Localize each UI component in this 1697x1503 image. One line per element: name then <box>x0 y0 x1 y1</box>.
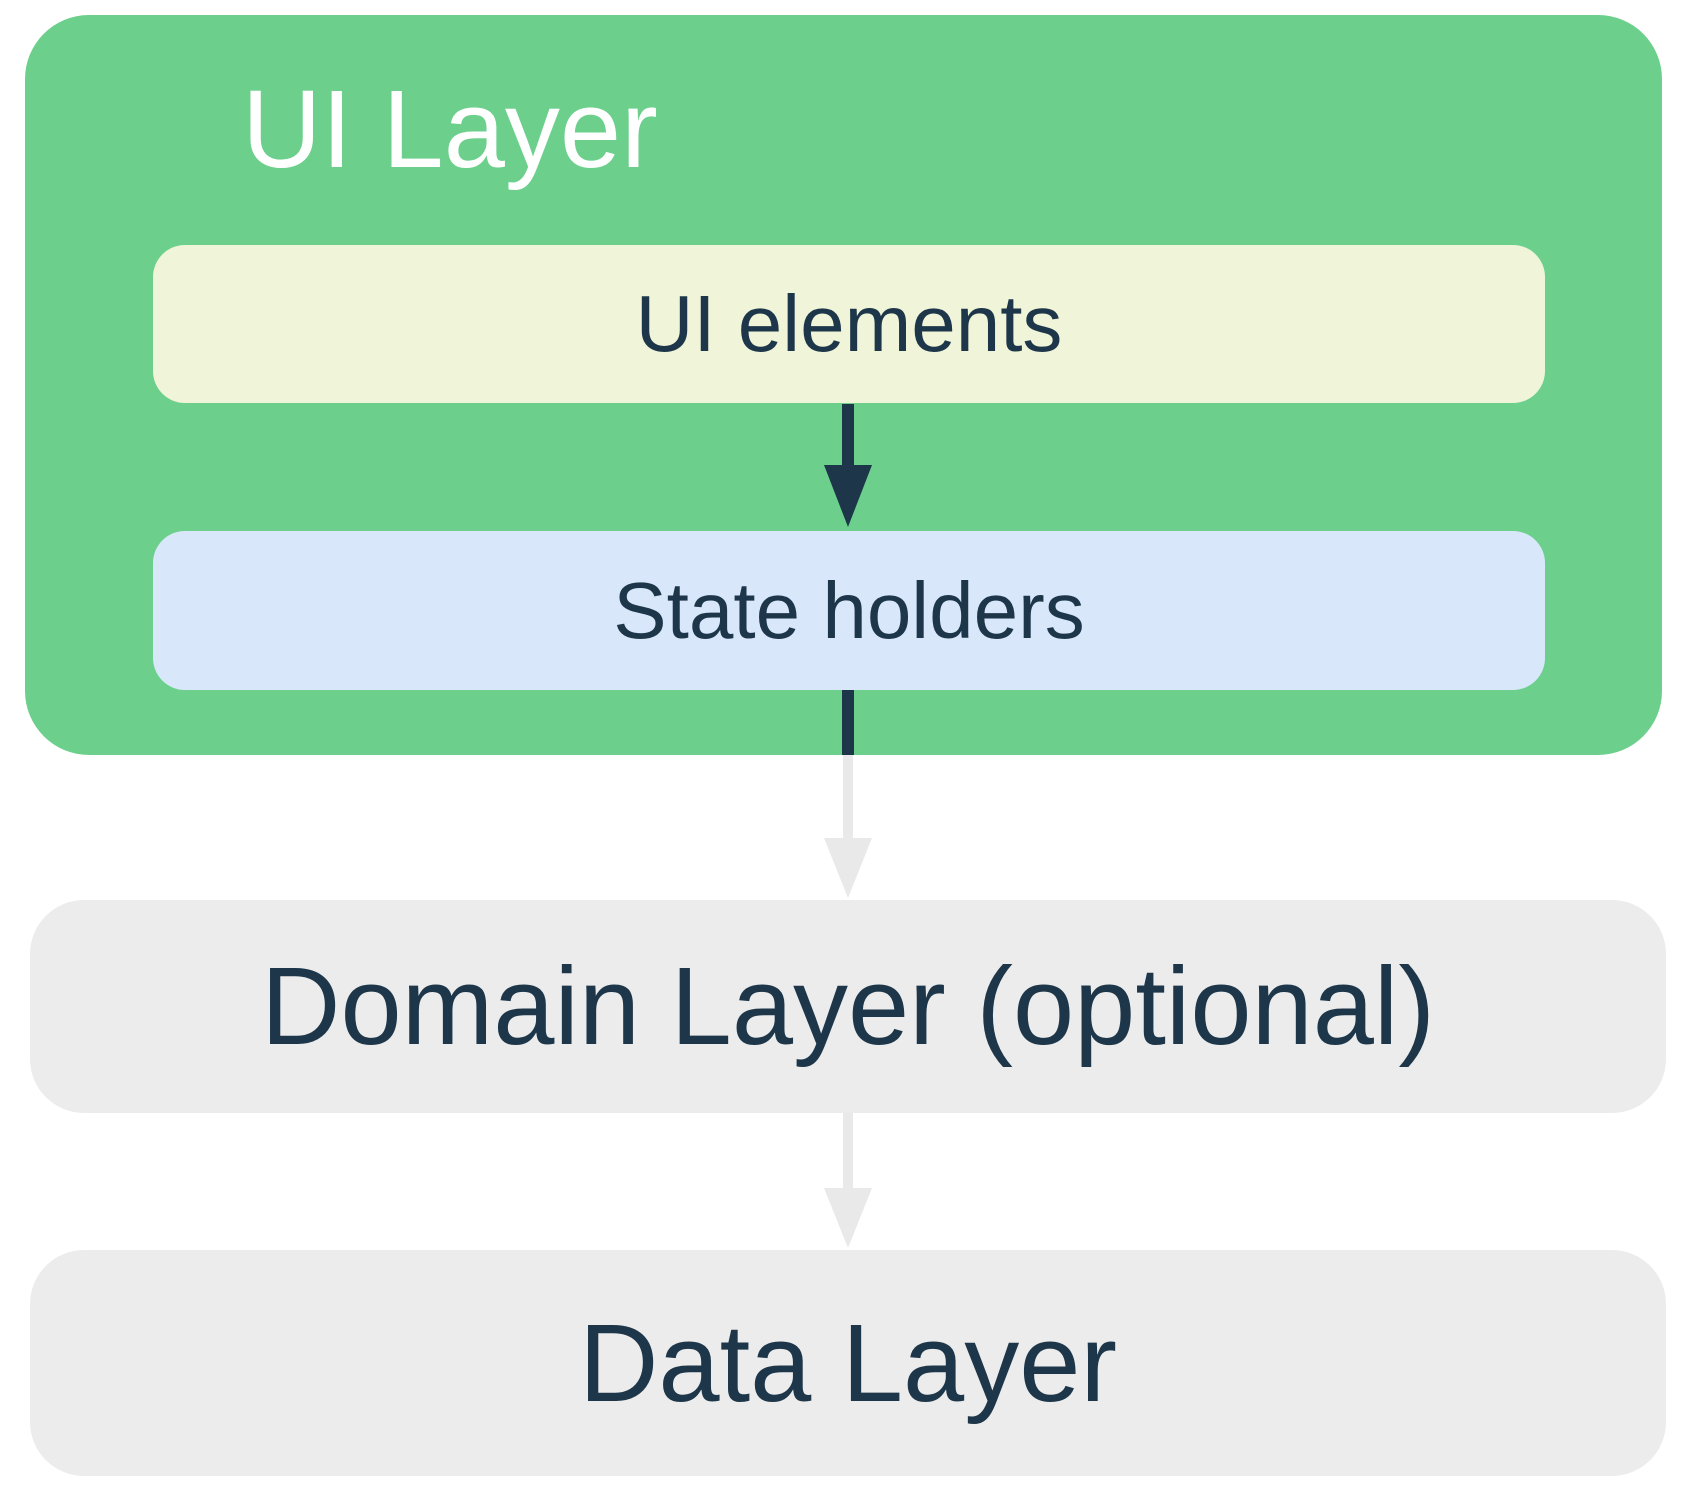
arrow-ui-elements-to-state-holders-stem <box>842 404 854 466</box>
ui-elements-label: UI elements <box>635 279 1063 368</box>
domain-layer-node: Domain Layer (optional) <box>30 900 1666 1113</box>
ui-elements-node: UI elements <box>153 245 1545 403</box>
data-layer-node: Data Layer <box>30 1250 1666 1476</box>
arrow-domain-to-data-stem <box>843 1113 853 1189</box>
arrow-ui-elements-to-state-holders-head-icon <box>824 465 872 527</box>
state-holders-label: State holders <box>613 565 1085 655</box>
arrow-state-holders-to-domain-head-icon <box>824 838 872 898</box>
arrow-state-holders-to-domain-dark-stem <box>842 690 854 755</box>
data-layer-label: Data Layer <box>578 1301 1118 1425</box>
arrow-domain-to-data-head-icon <box>824 1188 872 1248</box>
arrow-state-holders-to-domain-light-stem <box>843 755 853 839</box>
state-holders-node: State holders <box>153 531 1545 690</box>
ui-layer-label: UI Layer <box>242 68 658 191</box>
ui-layer-container: UI Layer UI elements State holders <box>25 15 1662 755</box>
domain-layer-label: Domain Layer (optional) <box>261 945 1435 1068</box>
